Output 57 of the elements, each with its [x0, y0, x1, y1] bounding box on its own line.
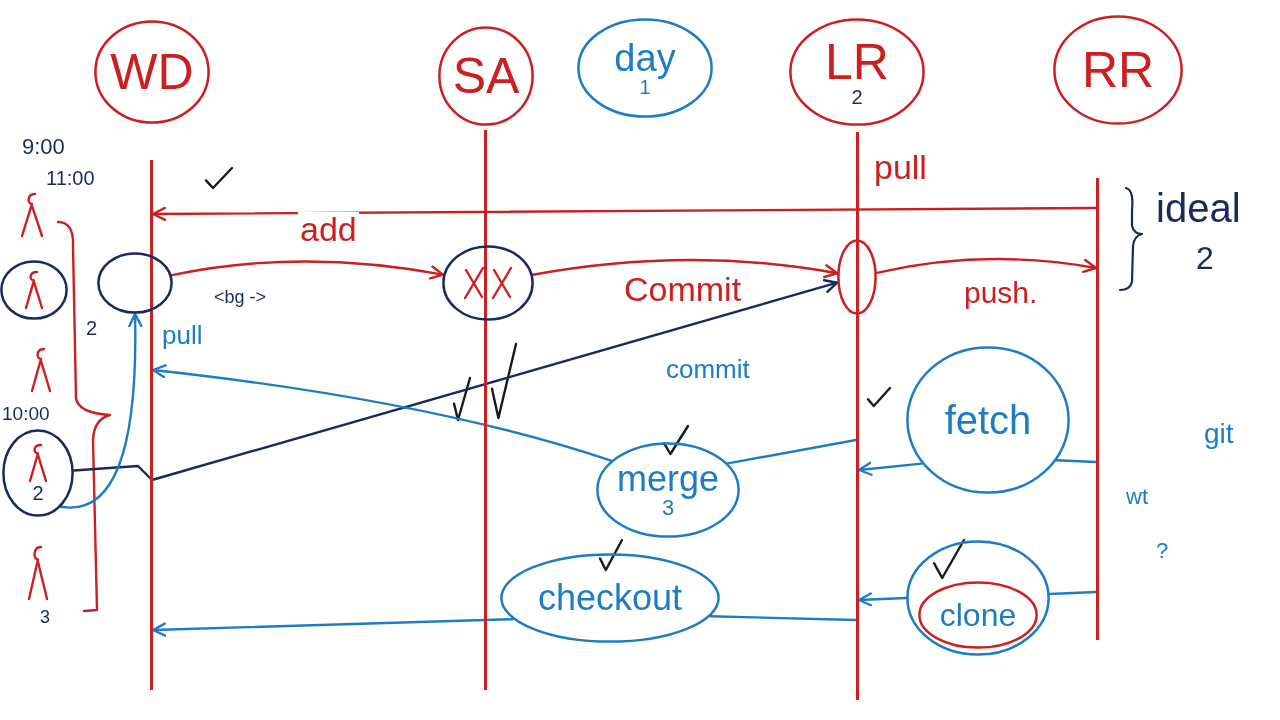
lifeline	[150, 160, 153, 690]
participant-circle	[1053, 15, 1183, 125]
note-text: <bg ->	[214, 288, 267, 306]
arrow	[531, 258, 839, 279]
node-label: fetch	[944, 400, 1032, 440]
node-label: 2	[32, 483, 44, 503]
step-circle	[442, 245, 534, 321]
person-circle	[2, 429, 74, 517]
node-label: day	[614, 39, 676, 77]
time-label: 9:00	[22, 136, 65, 158]
node-label: WD	[110, 47, 194, 97]
number-label: 2	[1196, 242, 1214, 274]
command-circle	[500, 553, 720, 643]
connector-line	[1048, 590, 1098, 596]
number-label: 3	[40, 608, 50, 626]
inner-circle	[918, 581, 1038, 649]
step-oval	[837, 239, 877, 315]
arrow	[151, 364, 613, 462]
node-label: clone	[939, 599, 1017, 631]
note-text: ?	[1156, 540, 1169, 562]
node-label: RR	[1081, 45, 1155, 95]
note-text: wt	[1126, 486, 1148, 508]
participant-circle	[789, 18, 925, 126]
command-circle	[906, 540, 1050, 656]
node-label: checkout	[537, 580, 683, 616]
command-circle	[596, 442, 740, 538]
arrow	[857, 592, 908, 607]
node-label: SA	[452, 51, 520, 101]
step-circle	[97, 252, 173, 314]
participant-circle	[438, 26, 534, 126]
person-circle	[0, 260, 68, 320]
node-note: 1	[639, 77, 651, 97]
arrow	[151, 618, 515, 637]
arrow	[875, 257, 1098, 274]
arrow	[72, 279, 839, 482]
note-text: git	[1204, 420, 1234, 448]
command-circle	[906, 346, 1070, 494]
time-label: 10:00	[2, 404, 50, 423]
connector-line	[726, 438, 858, 465]
lifeline	[484, 130, 487, 690]
note-text: ideal	[1156, 188, 1241, 228]
arrow	[59, 312, 143, 509]
node-note: 2	[851, 87, 863, 107]
connector-line	[709, 615, 858, 622]
lifeline	[856, 132, 859, 700]
arrow	[151, 206, 1098, 222]
time-label: 11:00	[46, 168, 95, 188]
node-label: merge	[616, 461, 719, 497]
number-label: 2	[86, 318, 98, 338]
arrow	[170, 260, 445, 280]
lifeline	[1096, 178, 1099, 640]
node-note: 3	[661, 497, 675, 519]
participant-circle	[94, 20, 210, 124]
node-label: LR	[825, 37, 889, 87]
circled-note	[577, 18, 713, 118]
connector-line	[1055, 459, 1098, 464]
arrow	[857, 461, 923, 476]
